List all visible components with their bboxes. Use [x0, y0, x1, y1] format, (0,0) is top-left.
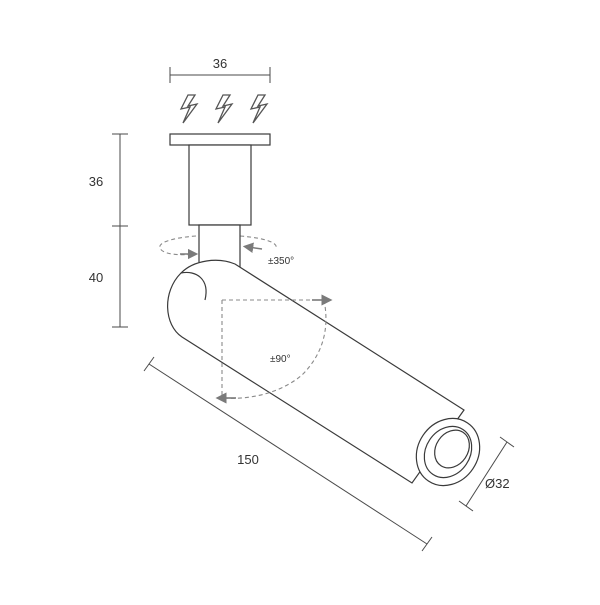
top-width-label: 36 [213, 56, 227, 71]
tube-body [167, 259, 465, 484]
mounting-plate [169, 133, 271, 146]
base-height-label: 36 [89, 174, 103, 189]
height-dimension [112, 133, 128, 328]
rotation-angle-label: ±350° [268, 256, 294, 267]
diameter-label: Ø32 [485, 476, 510, 491]
mounting-base [169, 133, 271, 226]
rotation-indicator [159, 235, 277, 260]
lightning-icon [179, 94, 199, 124]
top-width-dimension [169, 67, 271, 83]
tilt-indicator [215, 294, 333, 404]
base-housing [188, 144, 252, 226]
power-icons [179, 94, 269, 124]
lightning-icon [214, 94, 234, 124]
length-dimension [143, 356, 433, 552]
lens-aperture [434, 429, 470, 469]
lightning-icon [249, 94, 269, 124]
diameter-dimension [458, 436, 515, 512]
tilt-angle-label: ±90° [270, 354, 291, 365]
arm-height-label: 40 [89, 270, 103, 285]
lens-end [415, 417, 481, 487]
length-label: 150 [237, 452, 259, 467]
